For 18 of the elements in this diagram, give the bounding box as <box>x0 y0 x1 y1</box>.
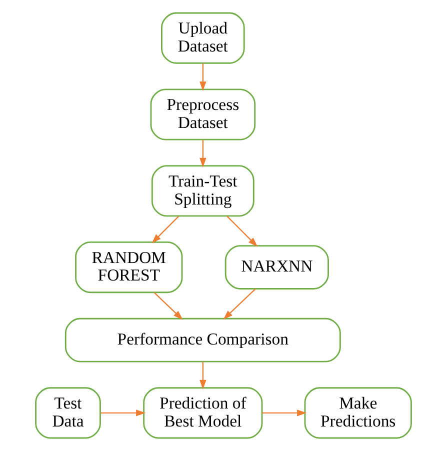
node-box: Prediction of Best Model <box>142 387 262 439</box>
node-box: Test Data <box>34 387 100 439</box>
node-box: Upload Dataset <box>160 12 244 64</box>
node-box: RANDOM FOREST <box>74 242 182 294</box>
arrow <box>222 288 256 320</box>
arrow <box>199 64 206 92</box>
arrow <box>151 216 179 244</box>
arrow <box>226 216 258 247</box>
node-box: Make Predictions <box>304 387 412 439</box>
node-box: Performance Comparison <box>64 318 340 362</box>
node-box: Train-Test Splitting <box>150 165 254 217</box>
arrow <box>262 410 306 416</box>
arrow <box>199 140 206 168</box>
node-box: NARXNN <box>224 245 328 290</box>
arrow <box>199 362 206 390</box>
node-box: Preprocess Dataset <box>150 88 256 140</box>
arrow <box>100 410 146 416</box>
arrow <box>153 292 182 320</box>
